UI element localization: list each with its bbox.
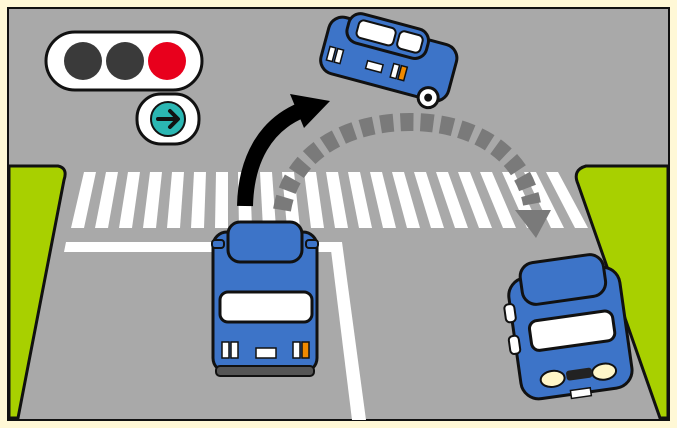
straight-arrow — [237, 94, 330, 207]
right-turn-arrow — [273, 112, 551, 238]
crosswalk — [71, 172, 588, 228]
signal-lamp-red — [148, 42, 186, 80]
oncoming-car — [503, 253, 634, 401]
far-car — [319, 12, 459, 110]
waiting-car — [211, 220, 319, 377]
signal-lamp-middle — [106, 42, 144, 80]
signal-lamp-left — [64, 42, 102, 80]
traffic-signal — [44, 30, 204, 146]
grass-left — [7, 164, 67, 420]
